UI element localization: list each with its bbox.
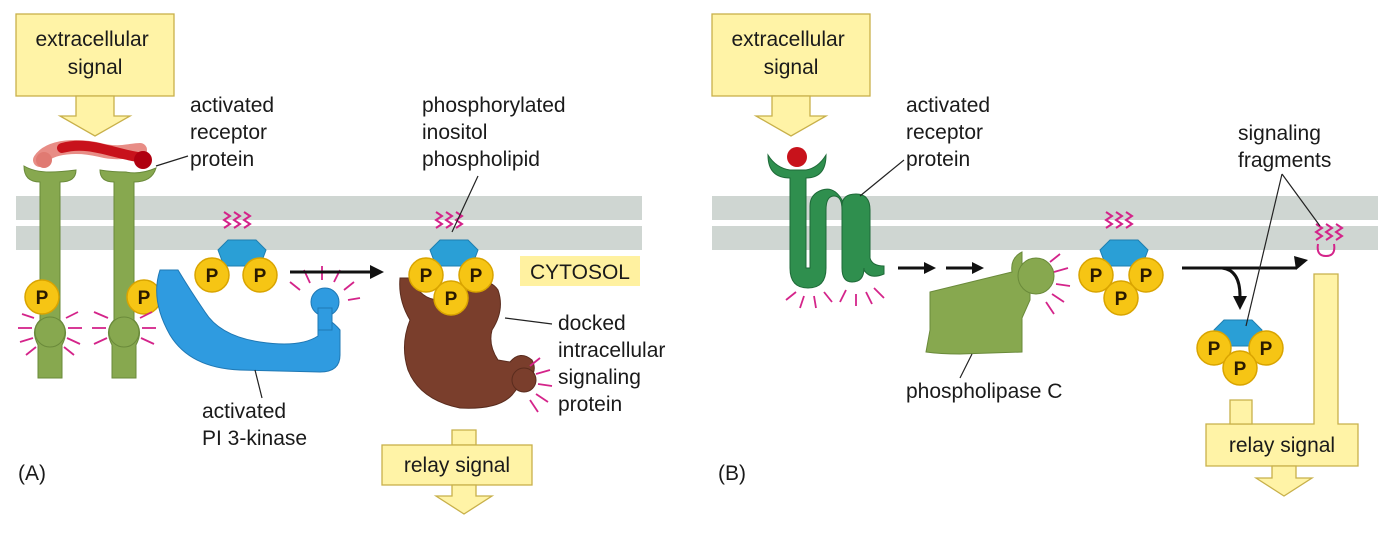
docked-intracellular-signaling-protein-label: docked intracellular signaling protein (558, 312, 671, 416)
phospholipase-c-label: phospholipase C (906, 380, 1062, 403)
svg-text:P: P (206, 266, 219, 287)
leader-fragments-ip3 (1245, 173, 1283, 327)
phospholipase-c (925, 251, 1055, 355)
leader-docked (504, 317, 553, 325)
activated-receptor-protein-label-b: activated receptor protein (906, 94, 996, 171)
extracellular-signal-label-a: extracellular signal (35, 28, 154, 79)
phosphorylated-inositol-phospholipid-label: phosphorylated inositol phospholipid (422, 94, 571, 171)
plc-activity-ticks (1045, 253, 1071, 315)
receptor-dimer-a (23, 165, 157, 379)
relay-signal-label-b: relay signal (1229, 434, 1335, 457)
svg-text:P: P (1234, 359, 1247, 380)
svg-text:P: P (36, 288, 49, 309)
leader-fragments-dag (1281, 173, 1321, 227)
lipid-phosphate-1: P (408, 257, 444, 293)
pi3-kinase (156, 269, 341, 373)
activated-receptor-protein-label-a: activated receptor protein (190, 94, 280, 171)
svg-text:P: P (420, 266, 433, 287)
leader-plc (959, 353, 973, 379)
phospholipid-pip2-b: P P P (1078, 211, 1164, 316)
svg-text:P: P (1208, 339, 1221, 360)
leader-pip (451, 175, 479, 233)
signal-molecule-a (33, 140, 152, 169)
membrane-inner-leaflet-a (16, 226, 642, 250)
svg-text:P: P (1140, 266, 1153, 287)
receptor-phosphate-right: P (126, 279, 162, 315)
extracellular-signal-label-b: extracellular signal (731, 28, 850, 79)
gpcr-activity-ticks (785, 287, 885, 309)
conversion-arrow-a (290, 265, 384, 279)
extracellular-signal-box-b: extracellular signal (711, 13, 871, 137)
lipid-phosphate-3: P (433, 280, 469, 316)
dag-fragment (1314, 223, 1344, 258)
relay-signal-box-a: relay signal (381, 429, 533, 515)
svg-text:P: P (470, 266, 483, 287)
panel-a: extracellular signal P P (15, 13, 671, 515)
signaling-fragments-label: signaling fragments (1238, 122, 1331, 172)
receptor-phosphate-left: P (24, 279, 60, 315)
gpcr-receptor-b (767, 147, 885, 289)
extracellular-signal-box-a: extracellular signal (15, 13, 175, 137)
cytosol-label-bg (520, 256, 640, 286)
svg-text:P: P (445, 289, 458, 310)
leader-pi3k (254, 369, 263, 399)
activation-arrows-b (898, 262, 984, 274)
svg-text:P: P (1090, 266, 1103, 287)
svg-text:P: P (1115, 289, 1128, 310)
panel-a-label: (A) (18, 462, 46, 485)
inositol-phospholipid-left: P P (194, 211, 278, 293)
ip3-fragment: P P P (1196, 319, 1284, 386)
lipid-phosphate-2: P (458, 257, 494, 293)
docked-protein-activity-ticks (529, 357, 553, 413)
panel-b: extracellular signal activated receptor … (711, 13, 1378, 497)
cytosol-label: CYTOSOL (530, 261, 630, 284)
svg-text:P: P (138, 288, 151, 309)
receptor-activity-ticks-a (18, 311, 156, 356)
relay-signal-box-b: relay signal (1205, 273, 1359, 497)
leader-receptor-b (859, 159, 905, 197)
relay-signal-label-a: relay signal (404, 454, 510, 477)
svg-text:P: P (254, 266, 267, 287)
panel-b-label: (B) (718, 462, 746, 485)
membrane-outer-leaflet-a (16, 196, 642, 220)
svg-text:P: P (1260, 339, 1273, 360)
activated-pi3-kinase-label: activated PI 3-kinase (202, 400, 307, 450)
leader-receptor-a (155, 155, 189, 167)
cleavage-arrow-b (1182, 256, 1308, 310)
